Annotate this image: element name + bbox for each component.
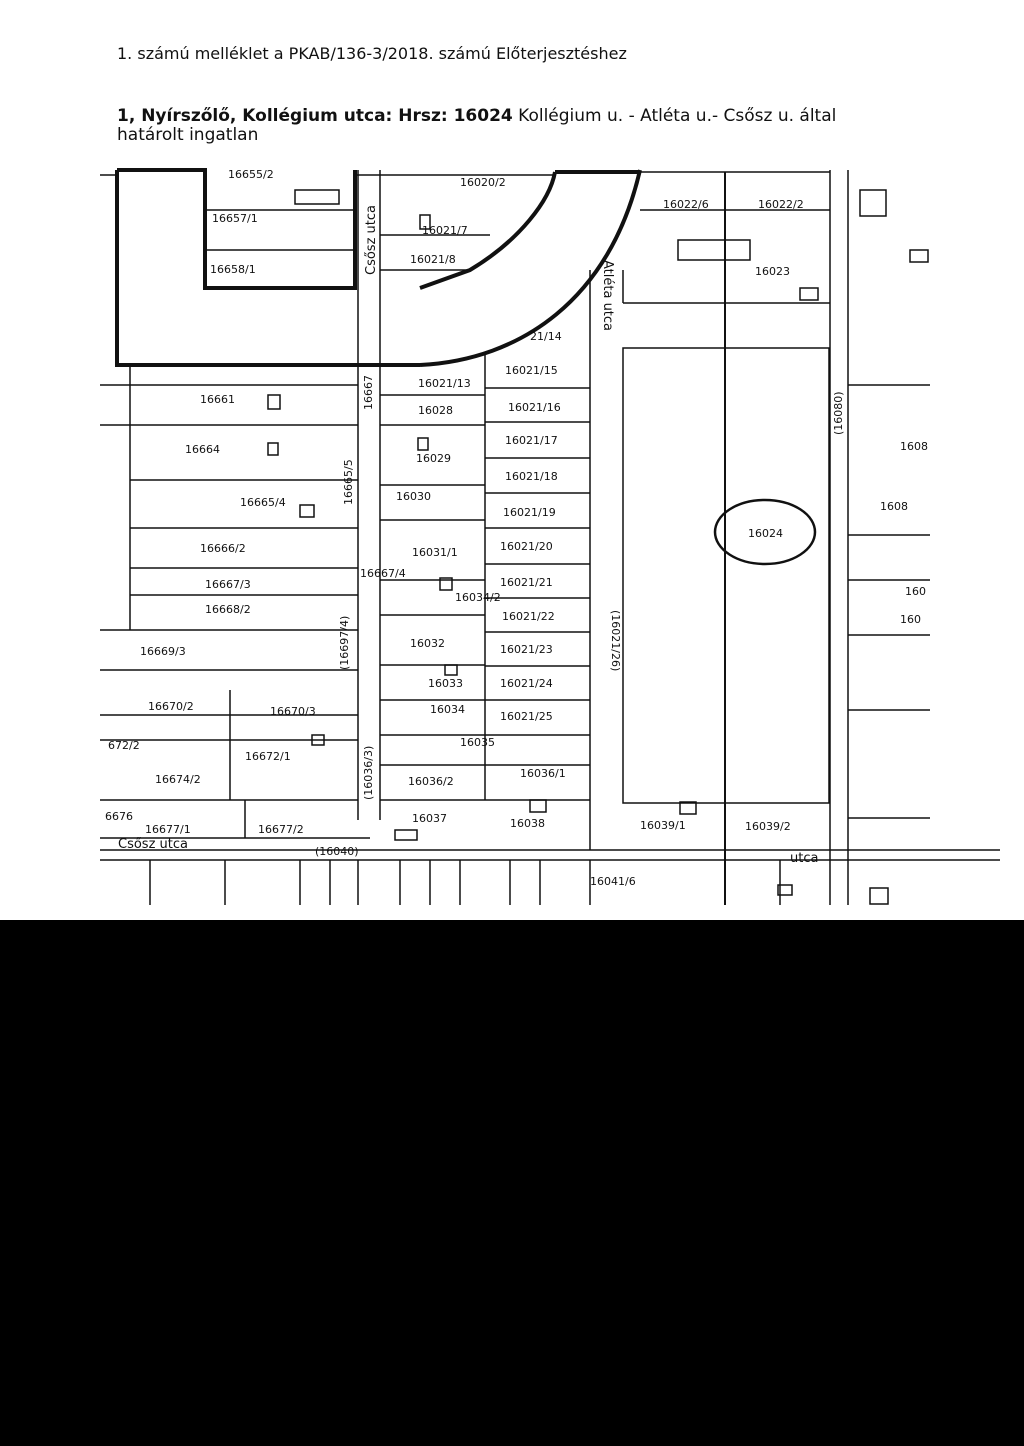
parcel-16021-20: 16021/20 (500, 540, 553, 553)
parcel-16037: 16037 (412, 812, 447, 825)
parcel-16034: 16034 (430, 703, 465, 716)
subject-line: 1, Nyírszőlő, Kollégium utca: Hrsz: 1602… (117, 106, 836, 126)
parcel-16031-1: 16031/1 (412, 546, 458, 559)
parcel-16672-1: 16672/1 (245, 750, 291, 763)
subject-rest: Kollégium u. - Atléta u.- Csősz u. által (512, 106, 837, 126)
parcel-16655-2: 16655/2 (228, 168, 274, 181)
parcel-16041-6: 16041/6 (590, 875, 636, 888)
parcel-16029: 16029 (416, 452, 451, 465)
parcel-160-right-3: 160 (905, 585, 926, 598)
parcel-16028: 16028 (418, 404, 453, 417)
parcel-16032: 16032 (410, 637, 445, 650)
parcel-16665-5-rotated: 16665/5 (342, 459, 355, 505)
parcel-16661: 16661 (200, 393, 235, 406)
street-labels: Csősz utca utca Atléta utca Csősz utca (118, 205, 818, 866)
parcel-16658-1: 16658/1 (210, 263, 256, 276)
parcel-16034-2: 16034/2 (455, 591, 501, 604)
parcel-16023: 16023 (755, 265, 790, 278)
parcel-16022-2: 16022/2 (758, 198, 804, 211)
parcel-16039-2: 16039/2 (745, 820, 791, 833)
parcel-16667-4: 16667/4 (360, 567, 406, 580)
parcel-16021-17: 16021/17 (505, 434, 558, 447)
parcel-16697-4-rotated: (16697/4) (338, 616, 351, 670)
parcel-16021-19: 16021/19 (503, 506, 556, 519)
parcel-16665-4: 16665/4 (240, 496, 286, 509)
parcel-16669-3: 16669/3 (140, 645, 186, 658)
street-atleta-vertical: Atléta utca (600, 260, 615, 331)
parcel-16024-target: 16024 (748, 527, 783, 540)
parcel-16664: 16664 (185, 443, 220, 456)
parcel-16021-7: 16021/7 (422, 224, 468, 237)
parcel-16033: 16033 (428, 677, 463, 690)
parcel-16030: 16030 (396, 490, 431, 503)
map-lines (100, 168, 1000, 905)
street-csosz-vertical: Csősz utca (364, 205, 379, 275)
parcel-labels: 16655/2 16657/1 16658/1 16020/2 16021/7 … (105, 168, 928, 888)
parcel-16672-2: 672/2 (108, 739, 140, 752)
target-parcel-ellipse (713, 498, 817, 566)
parcel-16036-2: 16036/2 (408, 775, 454, 788)
parcel-16021-16: 16021/16 (508, 401, 561, 414)
parcel-160-right-4: 160 (900, 613, 921, 626)
attachment-title: 1. számú melléklet a PKAB/136-3/2018. sz… (117, 44, 627, 63)
parcel-16021-26-rotated: (16021/26) (609, 610, 622, 671)
document-sheet: 1. számú melléklet a PKAB/136-3/2018. sz… (0, 0, 1024, 920)
parcel-16021-18: 16021/18 (505, 470, 558, 483)
parcel-16666-2: 16666/2 (200, 542, 246, 555)
parcel-16676: 6676 (105, 810, 133, 823)
cadastral-map-svg: 16655/2 16657/1 16658/1 16020/2 16021/7 … (100, 168, 1000, 905)
parcel-16670-2: 16670/2 (148, 700, 194, 713)
parcel-16022-6: 16022/6 (663, 198, 709, 211)
parcel-16677-2: 16677/2 (258, 823, 304, 836)
parcel-16080-rotated: (16080) (832, 391, 845, 435)
parcel-16667-3: 16667/3 (205, 578, 251, 591)
parcel-16036-1: 16036/1 (520, 767, 566, 780)
parcel-16039-1: 16039/1 (640, 819, 686, 832)
parcel-1608-right-2: 1608 (880, 500, 908, 513)
parcel-16657-1: 16657/1 (212, 212, 258, 225)
subject-bold: 1, Nyírszőlő, Kollégium utca: Hrsz: 1602… (117, 106, 513, 126)
parcel-16021-15: 16021/15 (505, 364, 558, 377)
cadastral-map: 16655/2 16657/1 16658/1 16020/2 16021/7 … (0, 160, 1024, 920)
parcel-16667-rotated: 16667 (362, 375, 375, 410)
street-utca-right: utca (790, 851, 818, 866)
parcel-16021-25: 16021/25 (500, 710, 553, 723)
parcel-16021-21: 16021/21 (500, 576, 553, 589)
street-csosz: Csősz utca (118, 837, 188, 852)
parcel-16021-24: 16021/24 (500, 677, 553, 690)
parcel-16040: (16040) (315, 845, 359, 858)
parcel-16021-14: 21/14 (530, 330, 562, 343)
parcel-16020-2: 16020/2 (460, 176, 506, 189)
parcel-16036-3-rotated: (16036/3) (362, 746, 375, 800)
parcel-16021-22: 16021/22 (502, 610, 555, 623)
parcel-16021-23: 16021/23 (500, 643, 553, 656)
parcel-1608-right-1: 1608 (900, 440, 928, 453)
parcel-16021-13: 16021/13 (418, 377, 471, 390)
parcel-16677-1: 16677/1 (145, 823, 191, 836)
parcel-16670-3: 16670/3 (270, 705, 316, 718)
parcel-16021-8: 16021/8 (410, 253, 456, 266)
subject-line-2: határolt ingatlan (117, 125, 259, 145)
parcel-16668-2: 16668/2 (205, 603, 251, 616)
parcel-16035: 16035 (460, 736, 495, 749)
parcel-16038: 16038 (510, 817, 545, 830)
parcel-16674-2: 16674/2 (155, 773, 201, 786)
